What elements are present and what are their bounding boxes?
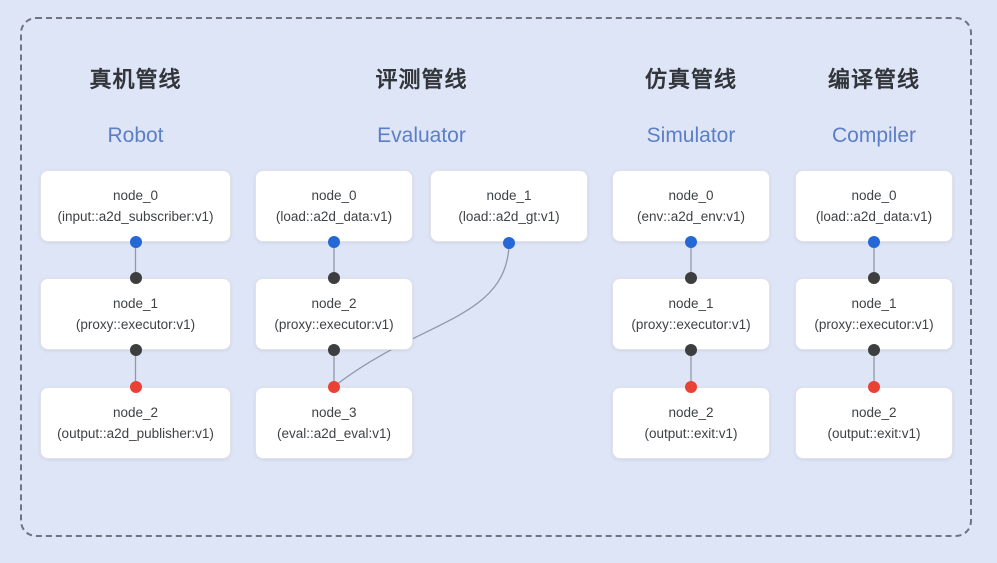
- node-spec: (output::exit:v1): [644, 425, 738, 441]
- input-port-dot-icon: [328, 272, 340, 284]
- node-spec: (input::a2d_subscriber:v1): [57, 208, 214, 224]
- output-port-dot-icon: [685, 344, 697, 356]
- pipeline-title-evaluator-zh: 评测管线: [375, 67, 468, 92]
- output-port-dot-icon: [328, 344, 340, 356]
- pipeline-title-simulator-zh: 仿真管线: [644, 67, 737, 92]
- output-port-dot-icon: [129, 344, 142, 356]
- node-simulator-0: node_0 (env::a2d_env:v1): [612, 170, 770, 242]
- input-port-dot-icon: [129, 272, 142, 284]
- node-simulator-1: node_1 (proxy::executor:v1): [612, 278, 770, 350]
- input-port-dot-icon: [685, 272, 697, 284]
- output-port-dot-icon: [685, 236, 697, 248]
- node-label: node_3: [311, 404, 357, 420]
- pipeline-title-compiler-en: Compiler: [831, 124, 917, 147]
- node-spec: (proxy::executor:v1): [631, 316, 751, 332]
- node-spec: (eval::a2d_eval:v1): [276, 425, 392, 441]
- node-spec: (env::a2d_env:v1): [636, 208, 746, 224]
- node-label: node_0: [851, 187, 897, 203]
- node-spec: (proxy::executor:v1): [814, 316, 934, 332]
- node-label: node_1: [668, 295, 714, 311]
- node-robot-2: node_2 (output::a2d_publisher:v1): [40, 387, 231, 459]
- output-port-dot-icon: [868, 344, 880, 356]
- node-label: node_0: [668, 187, 714, 203]
- node-label: node_1: [851, 295, 897, 311]
- node-evaluator-3: node_3 (eval::a2d_eval:v1): [255, 387, 413, 459]
- input-port-dot-icon: [868, 381, 880, 393]
- pipeline-title-robot-en: Robot: [107, 124, 164, 147]
- node-spec: (output::a2d_publisher:v1): [57, 425, 214, 441]
- node-spec: (load::a2d_data:v1): [275, 208, 393, 224]
- node-label: node_1: [486, 187, 532, 203]
- node-label: node_1: [112, 295, 159, 311]
- pipeline-title-robot-zh: 真机管线: [89, 67, 182, 92]
- node-label: node_2: [112, 404, 159, 420]
- node-compiler-1: node_1 (proxy::executor:v1): [795, 278, 953, 350]
- node-compiler-0: node_0 (load::a2d_data:v1): [795, 170, 953, 242]
- dashed-frame: [20, 17, 972, 537]
- output-port-dot-icon: [868, 236, 880, 248]
- node-label: node_2: [311, 295, 357, 311]
- node-label: node_2: [851, 404, 897, 420]
- pipeline-title-evaluator-en: Evaluator: [377, 124, 466, 147]
- node-simulator-2: node_2 (output::exit:v1): [612, 387, 770, 459]
- pipeline-title-compiler-zh: 编译管线: [827, 67, 920, 92]
- node-spec: (load::a2d_gt:v1): [458, 208, 560, 224]
- node-robot-1: node_1 (proxy::executor:v1): [40, 278, 231, 350]
- node-evaluator-0: node_0 (load::a2d_data:v1): [255, 170, 413, 242]
- node-label: node_0: [112, 187, 159, 203]
- edge-eval-n1-n3-curve: [335, 245, 510, 386]
- input-port-dot-icon: [129, 381, 142, 393]
- output-port-dot-icon: [129, 236, 142, 248]
- node-label: node_2: [668, 404, 714, 420]
- node-spec: (proxy::executor:v1): [274, 316, 394, 332]
- node-spec: (output::exit:v1): [827, 425, 921, 441]
- input-port-dot-icon: [868, 272, 880, 284]
- node-label: node_0: [311, 187, 357, 203]
- node-robot-0: node_0 (input::a2d_subscriber:v1): [40, 170, 231, 242]
- node-evaluator-1: node_1 (load::a2d_gt:v1): [430, 170, 588, 242]
- node-compiler-2: node_2 (output::exit:v1): [795, 387, 953, 459]
- output-port-dot-icon: [503, 237, 515, 249]
- input-port-dot-icon: [328, 381, 340, 393]
- output-port-dot-icon: [328, 236, 340, 248]
- node-spec: (load::a2d_data:v1): [815, 208, 933, 224]
- input-port-dot-icon: [685, 381, 697, 393]
- node-evaluator-2: node_2 (proxy::executor:v1): [255, 278, 413, 350]
- pipeline-title-simulator-en: Simulator: [646, 124, 736, 147]
- node-spec: (proxy::executor:v1): [75, 316, 196, 332]
